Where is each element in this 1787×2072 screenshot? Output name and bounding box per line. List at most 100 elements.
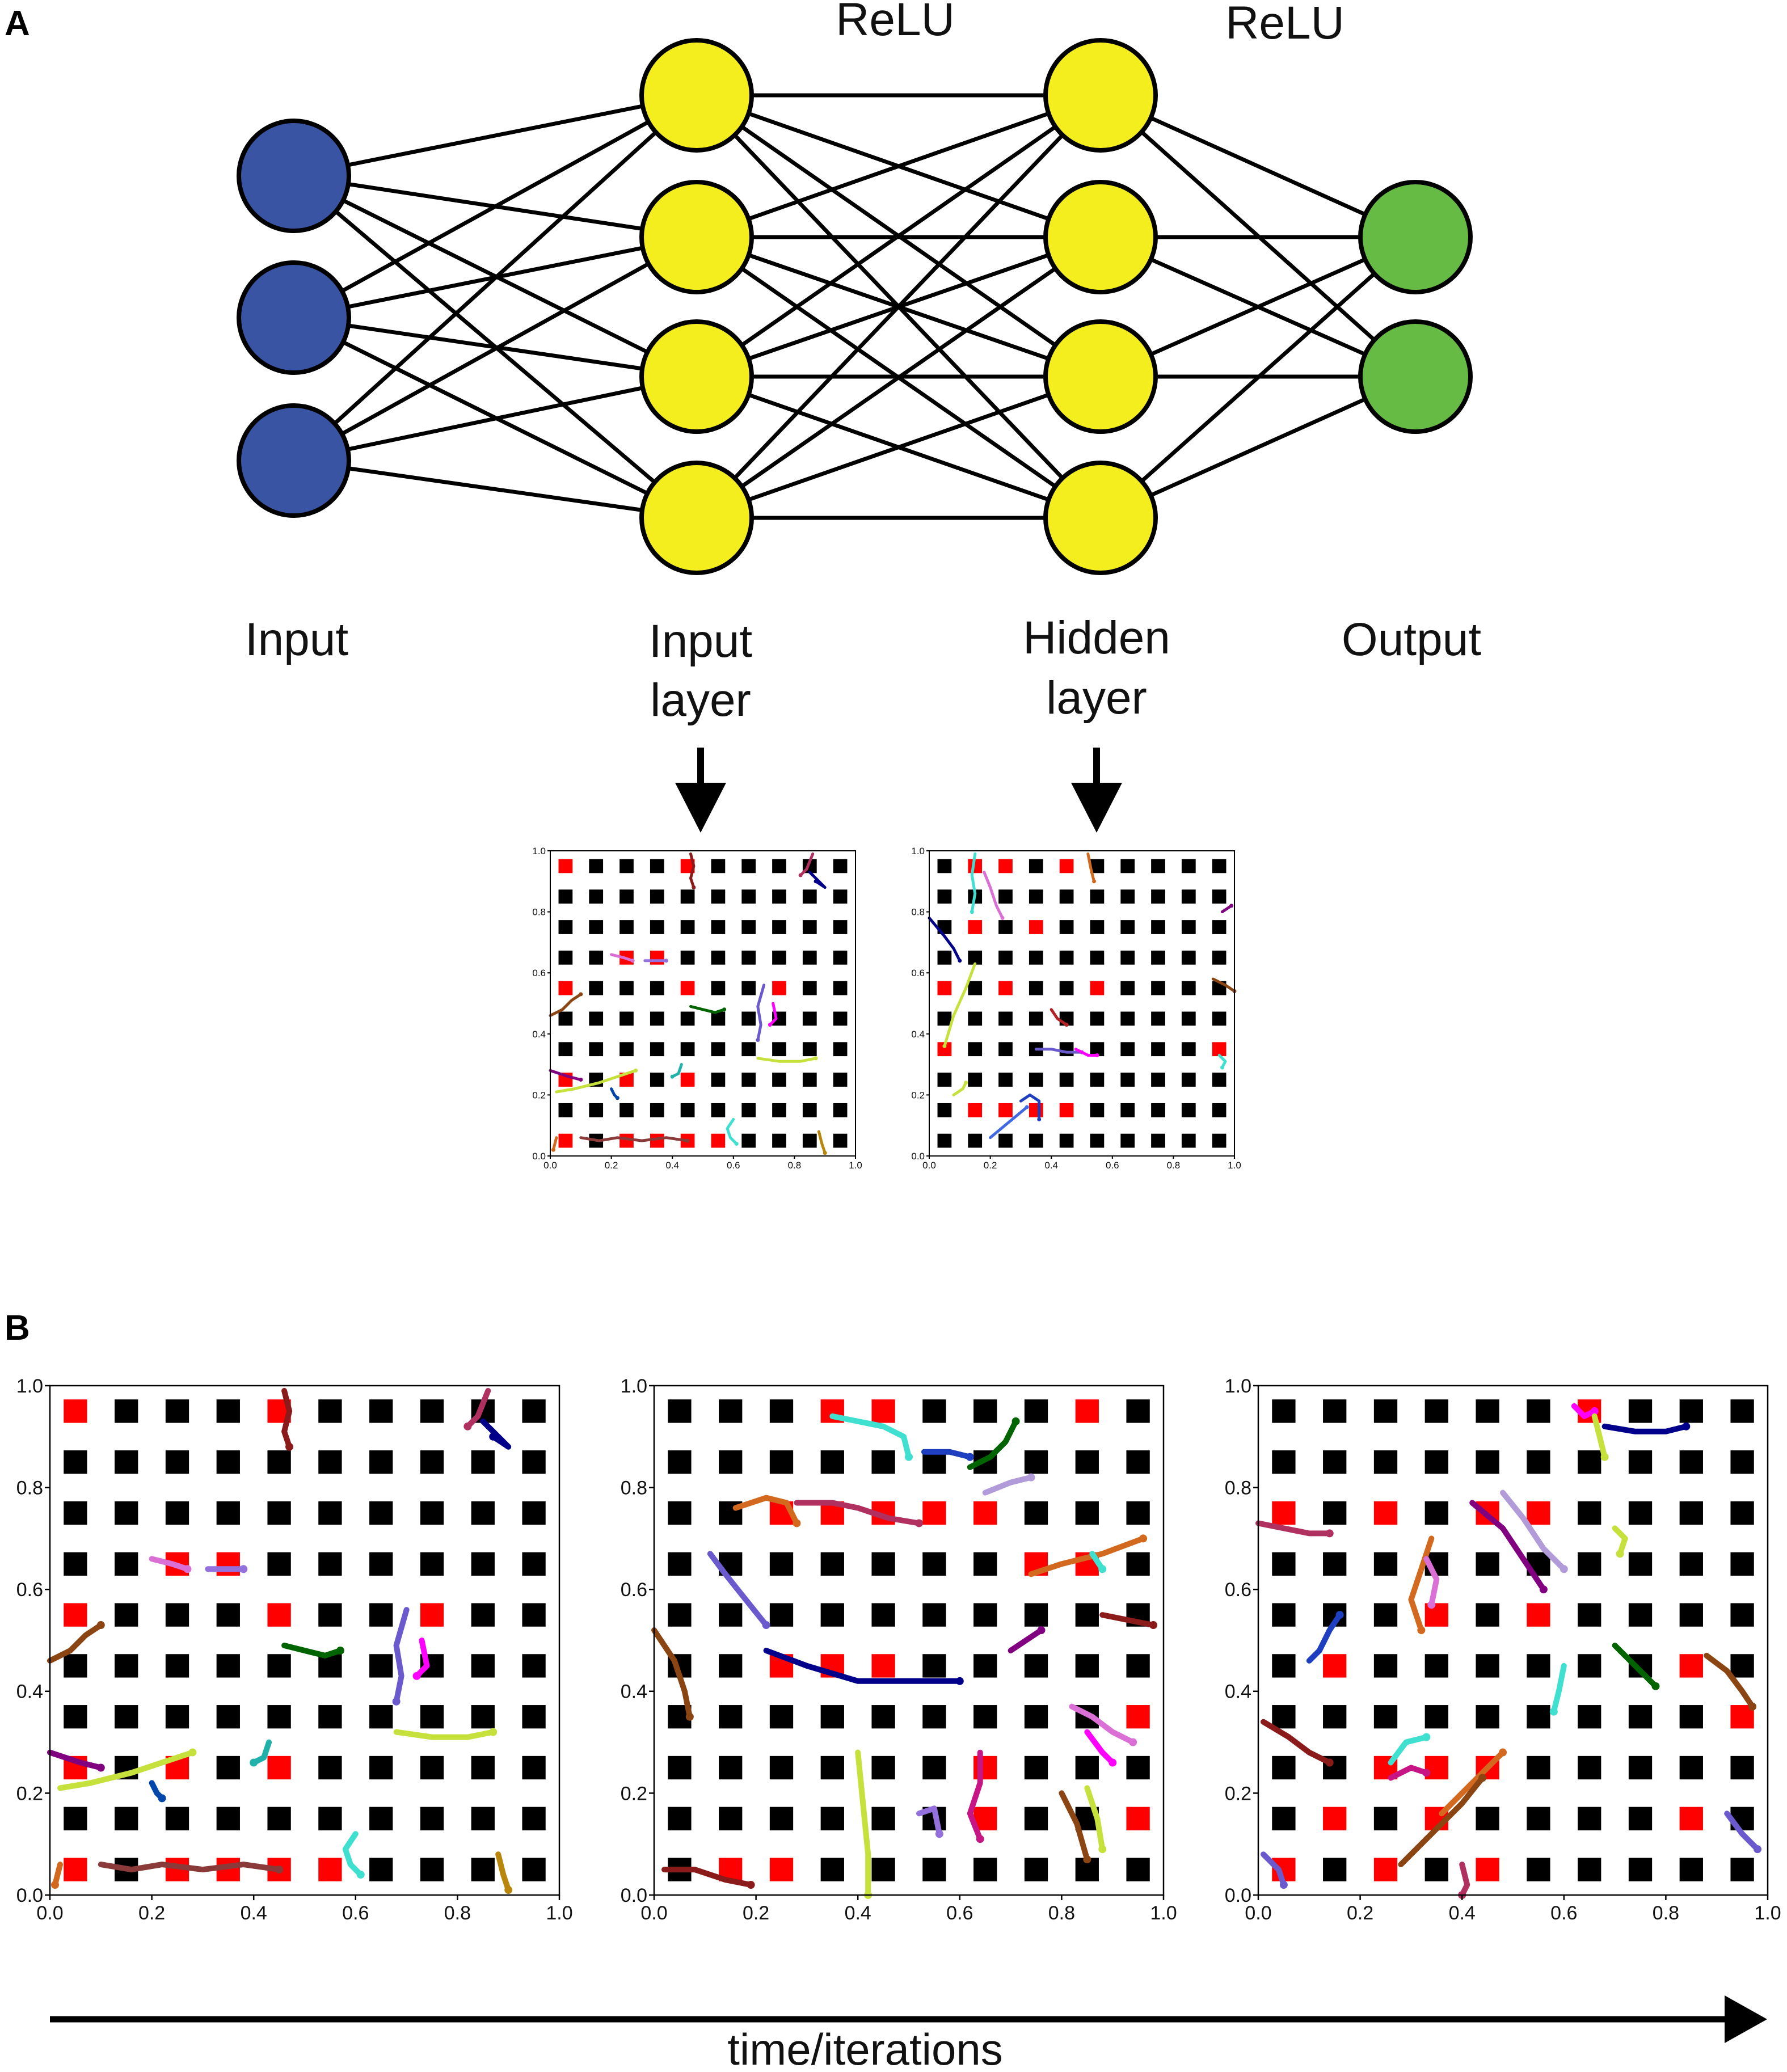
output-label: Output — [1342, 614, 1481, 665]
obstacle-black — [369, 1705, 393, 1729]
obstacle-black — [680, 920, 695, 934]
obstacle-black — [1628, 1807, 1653, 1830]
obstacle-black — [680, 1103, 695, 1117]
obstacle-black — [998, 1133, 1013, 1148]
obstacle-black — [922, 1552, 946, 1576]
obstacle-red — [1029, 920, 1043, 934]
y-tick-label: 0.2 — [621, 1783, 647, 1804]
obstacle-black — [1476, 1603, 1499, 1627]
obstacle-black — [589, 889, 604, 904]
trajectory-end-8 — [955, 1677, 964, 1685]
trajectory-19 — [1084, 1785, 1106, 1852]
trajectory-end-17 — [551, 1147, 555, 1152]
obstacle-black — [1181, 889, 1196, 904]
trajectory-end-18 — [823, 1151, 827, 1155]
x-tick-label: 0.4 — [845, 1902, 871, 1924]
x-tick-label: 0.8 — [1653, 1902, 1679, 1924]
obstacle-black — [968, 1042, 983, 1057]
obstacle-red — [1126, 1807, 1150, 1830]
obstacle-black — [522, 1858, 546, 1881]
trajectory-end-8 — [1037, 1117, 1042, 1121]
obstacle-black — [668, 1552, 692, 1576]
trajectory-13 — [1704, 1652, 1756, 1710]
obstacle-black — [769, 1450, 794, 1474]
trajectory-8 — [414, 1638, 430, 1679]
trajectory-6 — [281, 1643, 343, 1659]
obstacle-black — [1679, 1603, 1703, 1627]
trajectory-end-20 — [1083, 1855, 1091, 1864]
obstacle-black — [420, 1399, 444, 1423]
obstacle-black — [968, 981, 983, 995]
trajectory-end-11 — [685, 1712, 694, 1721]
network-edge — [696, 93, 1102, 239]
obstacle-black — [833, 1011, 848, 1026]
obstacle-black — [1730, 1755, 1754, 1780]
trajectory-end-10 — [1335, 1611, 1344, 1619]
obstacle-black — [1151, 1133, 1165, 1148]
obstacle-black — [833, 920, 848, 934]
obstacle-black — [871, 1552, 895, 1576]
trajectory-4 — [982, 1474, 1034, 1496]
obstacle-black — [1628, 1552, 1653, 1576]
y-tick-label: 0.8 — [621, 1478, 647, 1499]
obstacle-black — [165, 1399, 189, 1423]
trajectory-end-3 — [958, 959, 962, 963]
hidden-layer-label-line1: Hidden — [1023, 612, 1170, 664]
y-tick-label: 0.2 — [1225, 1783, 1251, 1804]
obstacle-red — [1679, 1654, 1703, 1678]
obstacle-black — [619, 859, 634, 873]
y-tick-label: 1.0 — [1225, 1375, 1251, 1397]
obstacle-red — [968, 920, 983, 934]
obstacle-black — [369, 1450, 393, 1474]
obstacle-black — [64, 1807, 87, 1830]
obstacle-black — [820, 1858, 844, 1881]
trajectory-end-20 — [1279, 1881, 1288, 1889]
obstacle-black — [998, 1042, 1013, 1057]
obstacle-black — [522, 1450, 546, 1474]
trajectory-end-9 — [489, 1728, 498, 1736]
obstacle-black — [802, 920, 817, 934]
y-tick-label: 0.2 — [911, 1090, 925, 1100]
y-tick-label: 0.6 — [621, 1579, 647, 1601]
trajectory-end-13 — [96, 1763, 105, 1772]
obstacle-black — [998, 920, 1013, 934]
obstacle-red — [871, 1399, 895, 1423]
y-tick-label: 0.8 — [16, 1478, 43, 1499]
obstacle-black — [802, 981, 817, 995]
trajectory-end-15 — [1422, 1733, 1431, 1741]
obstacle-black — [369, 1654, 393, 1678]
trajectory-end-5 — [793, 1519, 801, 1527]
obstacle-black — [1578, 1552, 1601, 1576]
obstacle-black — [711, 1103, 726, 1117]
panel-b-letter: B — [5, 1309, 30, 1348]
obstacle-black — [619, 1103, 634, 1117]
obstacle-black — [1090, 1073, 1105, 1087]
obstacle-black — [1628, 1705, 1653, 1729]
obstacle-black — [471, 1858, 495, 1881]
obstacle-black — [1628, 1755, 1653, 1780]
obstacle-red — [1323, 1654, 1347, 1678]
obstacle-black — [937, 1011, 952, 1026]
trajectory-end-13 — [1149, 1621, 1158, 1630]
obstacle-black — [741, 950, 756, 965]
obstacle-black — [968, 1133, 983, 1148]
obstacle-red — [998, 1103, 1013, 1117]
x-tick-label: 0.6 — [727, 1160, 740, 1171]
obstacle-black — [216, 1755, 240, 1780]
trajectory-end-16 — [685, 1138, 690, 1143]
trajectory-3 — [799, 852, 815, 877]
obstacle-black — [216, 1807, 240, 1830]
obstacle-black — [1272, 1603, 1296, 1627]
trajectory-end-4 — [1616, 1550, 1624, 1558]
trajectory-7 — [756, 984, 766, 1042]
network-edge — [1099, 235, 1417, 520]
obstacle-black — [1059, 981, 1074, 995]
obstacle-black — [769, 1603, 794, 1627]
obstacle-black — [267, 1807, 291, 1830]
y-tick-label: 0.6 — [911, 968, 925, 978]
x-tick-label: 0.6 — [946, 1902, 973, 1924]
trajectory-end-8 — [1539, 1585, 1548, 1594]
trajectory-end-12 — [964, 1081, 968, 1085]
obstacle-black — [589, 1011, 604, 1026]
y-tick-label: 0.8 — [1225, 1478, 1251, 1499]
